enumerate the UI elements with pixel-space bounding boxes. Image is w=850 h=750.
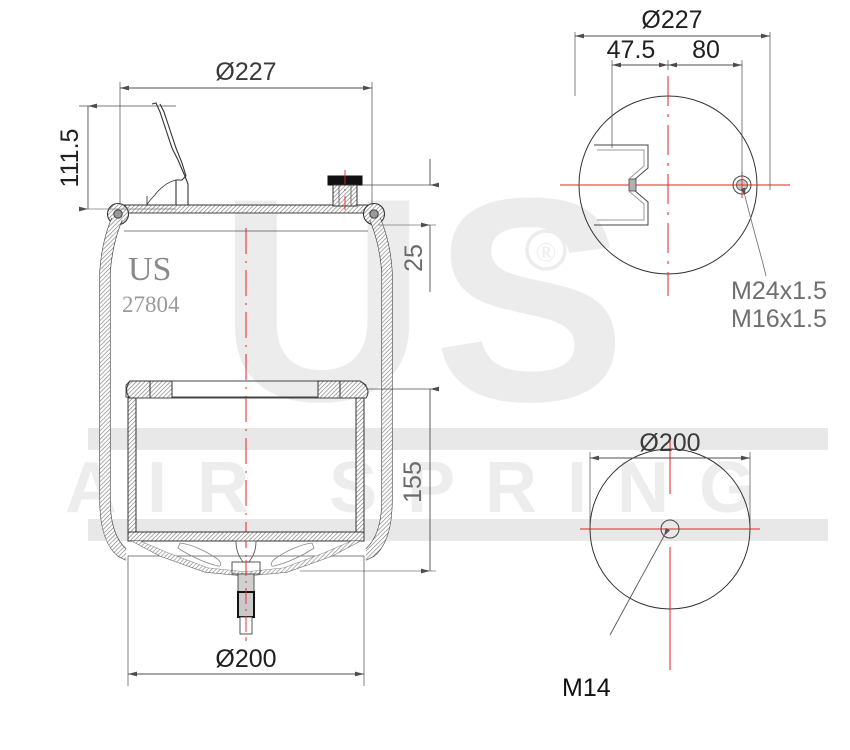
watermark-us-letters: US (218, 138, 633, 462)
dimension-label-dia227-top: Ø227 (641, 6, 702, 34)
air-port-boss (327, 170, 363, 215)
dimension-111-5: 111.5 (56, 103, 176, 212)
piston-stud-hole (660, 519, 680, 539)
dimension-label-111-5: 111.5 (56, 129, 84, 188)
mounting-stud (237, 560, 255, 640)
piston-base-view: Ø200 M14 (562, 429, 760, 702)
dimension-label-80: 80 (692, 36, 720, 64)
callout-m24: M24x1.5 (731, 277, 827, 305)
dimension-label-dia200-main: Ø200 (215, 645, 276, 673)
piston-lug-shoulder-right (339, 380, 369, 399)
watermark-r-glyph: ® (536, 237, 557, 267)
dimension-offsets-top: 47.5 80 (607, 36, 743, 176)
piston-rib-right (270, 542, 315, 567)
bracket-stud-hole (628, 178, 637, 192)
bellows-wall-right-fill (366, 218, 392, 560)
rubber-bellows-sleeve (99, 217, 393, 561)
dimension-label-dia227-main: Ø227 (215, 58, 276, 86)
piston-cone-fill (132, 541, 360, 576)
callout-m16: M16x1.5 (731, 305, 827, 333)
main-front-section-view: US 27804 (56, 58, 439, 686)
top-end-plate-view: Ø227 47.5 80 M24x1.5 M16x1.5 (560, 6, 827, 333)
dimension-dia200-main: Ø200 (127, 556, 365, 686)
dimension-label-25: 25 (400, 244, 428, 272)
dimension-label-dia200-base: Ø200 (639, 429, 700, 457)
piston-assembly (125, 380, 369, 577)
dimension-label-47-5: 47.5 (607, 36, 656, 64)
piston-wall-right (355, 397, 365, 533)
piston-clamp-lug-left (149, 380, 173, 399)
watermark-tagline: AIR SPRING (65, 448, 785, 528)
bead-ring-left-core (113, 209, 123, 219)
bellows-wall-left-fill (100, 218, 126, 560)
dimension-dia200-base: Ø200 (589, 429, 751, 529)
piston-rib-left (177, 542, 222, 567)
piston-lug-shoulder-left (126, 380, 151, 399)
dimension-dia227-top: Ø227 (574, 6, 771, 190)
bracket-fillet-curve (146, 179, 177, 206)
piston-wall-left (127, 397, 137, 533)
dimension-155: 155 (300, 386, 439, 574)
piston-clamp-lug-right (317, 380, 341, 399)
dimension-dia227-main: Ø227 (119, 58, 373, 205)
part-brand-label: US (128, 251, 171, 288)
watermark-registered-icon: ® (525, 229, 567, 271)
bracket-footprint (594, 144, 649, 226)
bracket-inner-edge (159, 103, 187, 205)
bead-ring-right-core (369, 209, 379, 219)
watermark-group: US ® AIR SPRING (65, 138, 828, 541)
piston-bottom-plate (127, 531, 365, 542)
watermark-band-top (88, 428, 828, 450)
part-number-label: 27804 (122, 292, 180, 317)
callout-m14: M14 (562, 674, 611, 702)
m14-callout-leader (609, 527, 671, 636)
thread-callout-leader (740, 187, 767, 277)
dimension-label-155: 155 (399, 461, 427, 503)
dimension-25: 25 (362, 159, 439, 292)
